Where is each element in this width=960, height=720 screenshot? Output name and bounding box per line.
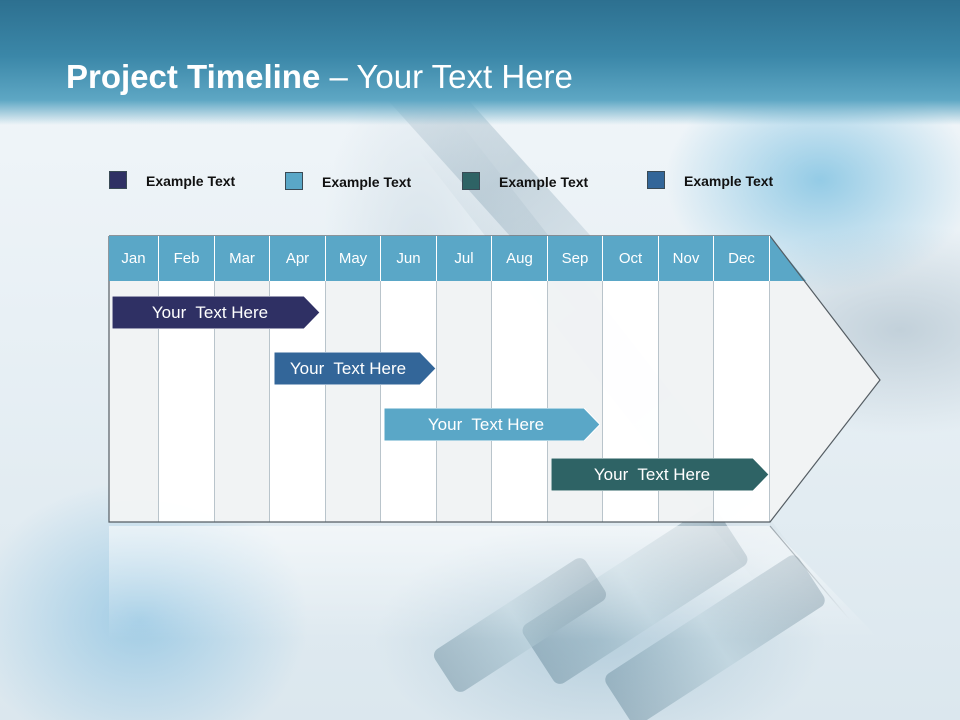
title-subtitle: – Your Text Here	[320, 58, 573, 95]
legend-swatch	[462, 172, 480, 190]
month-header-apr: Apr	[270, 236, 326, 281]
month-column	[492, 236, 548, 522]
legend-swatch	[109, 171, 127, 189]
month-header-nov: Nov	[659, 236, 714, 281]
month-header-oct: Oct	[603, 236, 659, 281]
task-bar[interactable]: Your Text Here	[551, 458, 769, 491]
task-bar-label: Your Text Here	[289, 359, 407, 378]
month-column	[437, 236, 492, 522]
task-bar[interactable]: Your Text Here	[112, 296, 320, 329]
title-bold: Project Timeline	[66, 58, 321, 95]
month-header-may: May	[326, 236, 381, 281]
month-column	[109, 236, 159, 522]
task-bar[interactable]: Your Text Here	[384, 408, 600, 441]
month-header-feb: Feb	[159, 236, 215, 281]
month-header-dec: Dec	[714, 236, 770, 281]
task-bar-label: Your Text Here	[427, 415, 545, 434]
month-header-jun: Jun	[381, 236, 437, 281]
month-header-jul: Jul	[437, 236, 492, 281]
page-title: Project Timeline – Your Text Here	[66, 58, 573, 96]
month-column	[159, 236, 215, 522]
legend-label: Example Text	[684, 173, 774, 189]
legend-swatch	[647, 171, 665, 189]
month-column	[215, 236, 270, 522]
month-header-aug: Aug	[492, 236, 548, 281]
legend-label: Example Text	[322, 174, 412, 190]
month-header-mar: Mar	[215, 236, 270, 281]
task-bar-label: Your Text Here	[151, 303, 269, 322]
month-header-jan: Jan	[109, 236, 159, 281]
task-bar[interactable]: Your Text Here	[274, 352, 436, 385]
legend-label: Example Text	[499, 174, 589, 190]
legend-swatch	[285, 172, 303, 190]
title-band	[0, 0, 960, 125]
legend-label: Example Text	[146, 173, 236, 189]
task-bar-label: Your Text Here	[593, 465, 711, 484]
month-header-sep: Sep	[548, 236, 603, 281]
